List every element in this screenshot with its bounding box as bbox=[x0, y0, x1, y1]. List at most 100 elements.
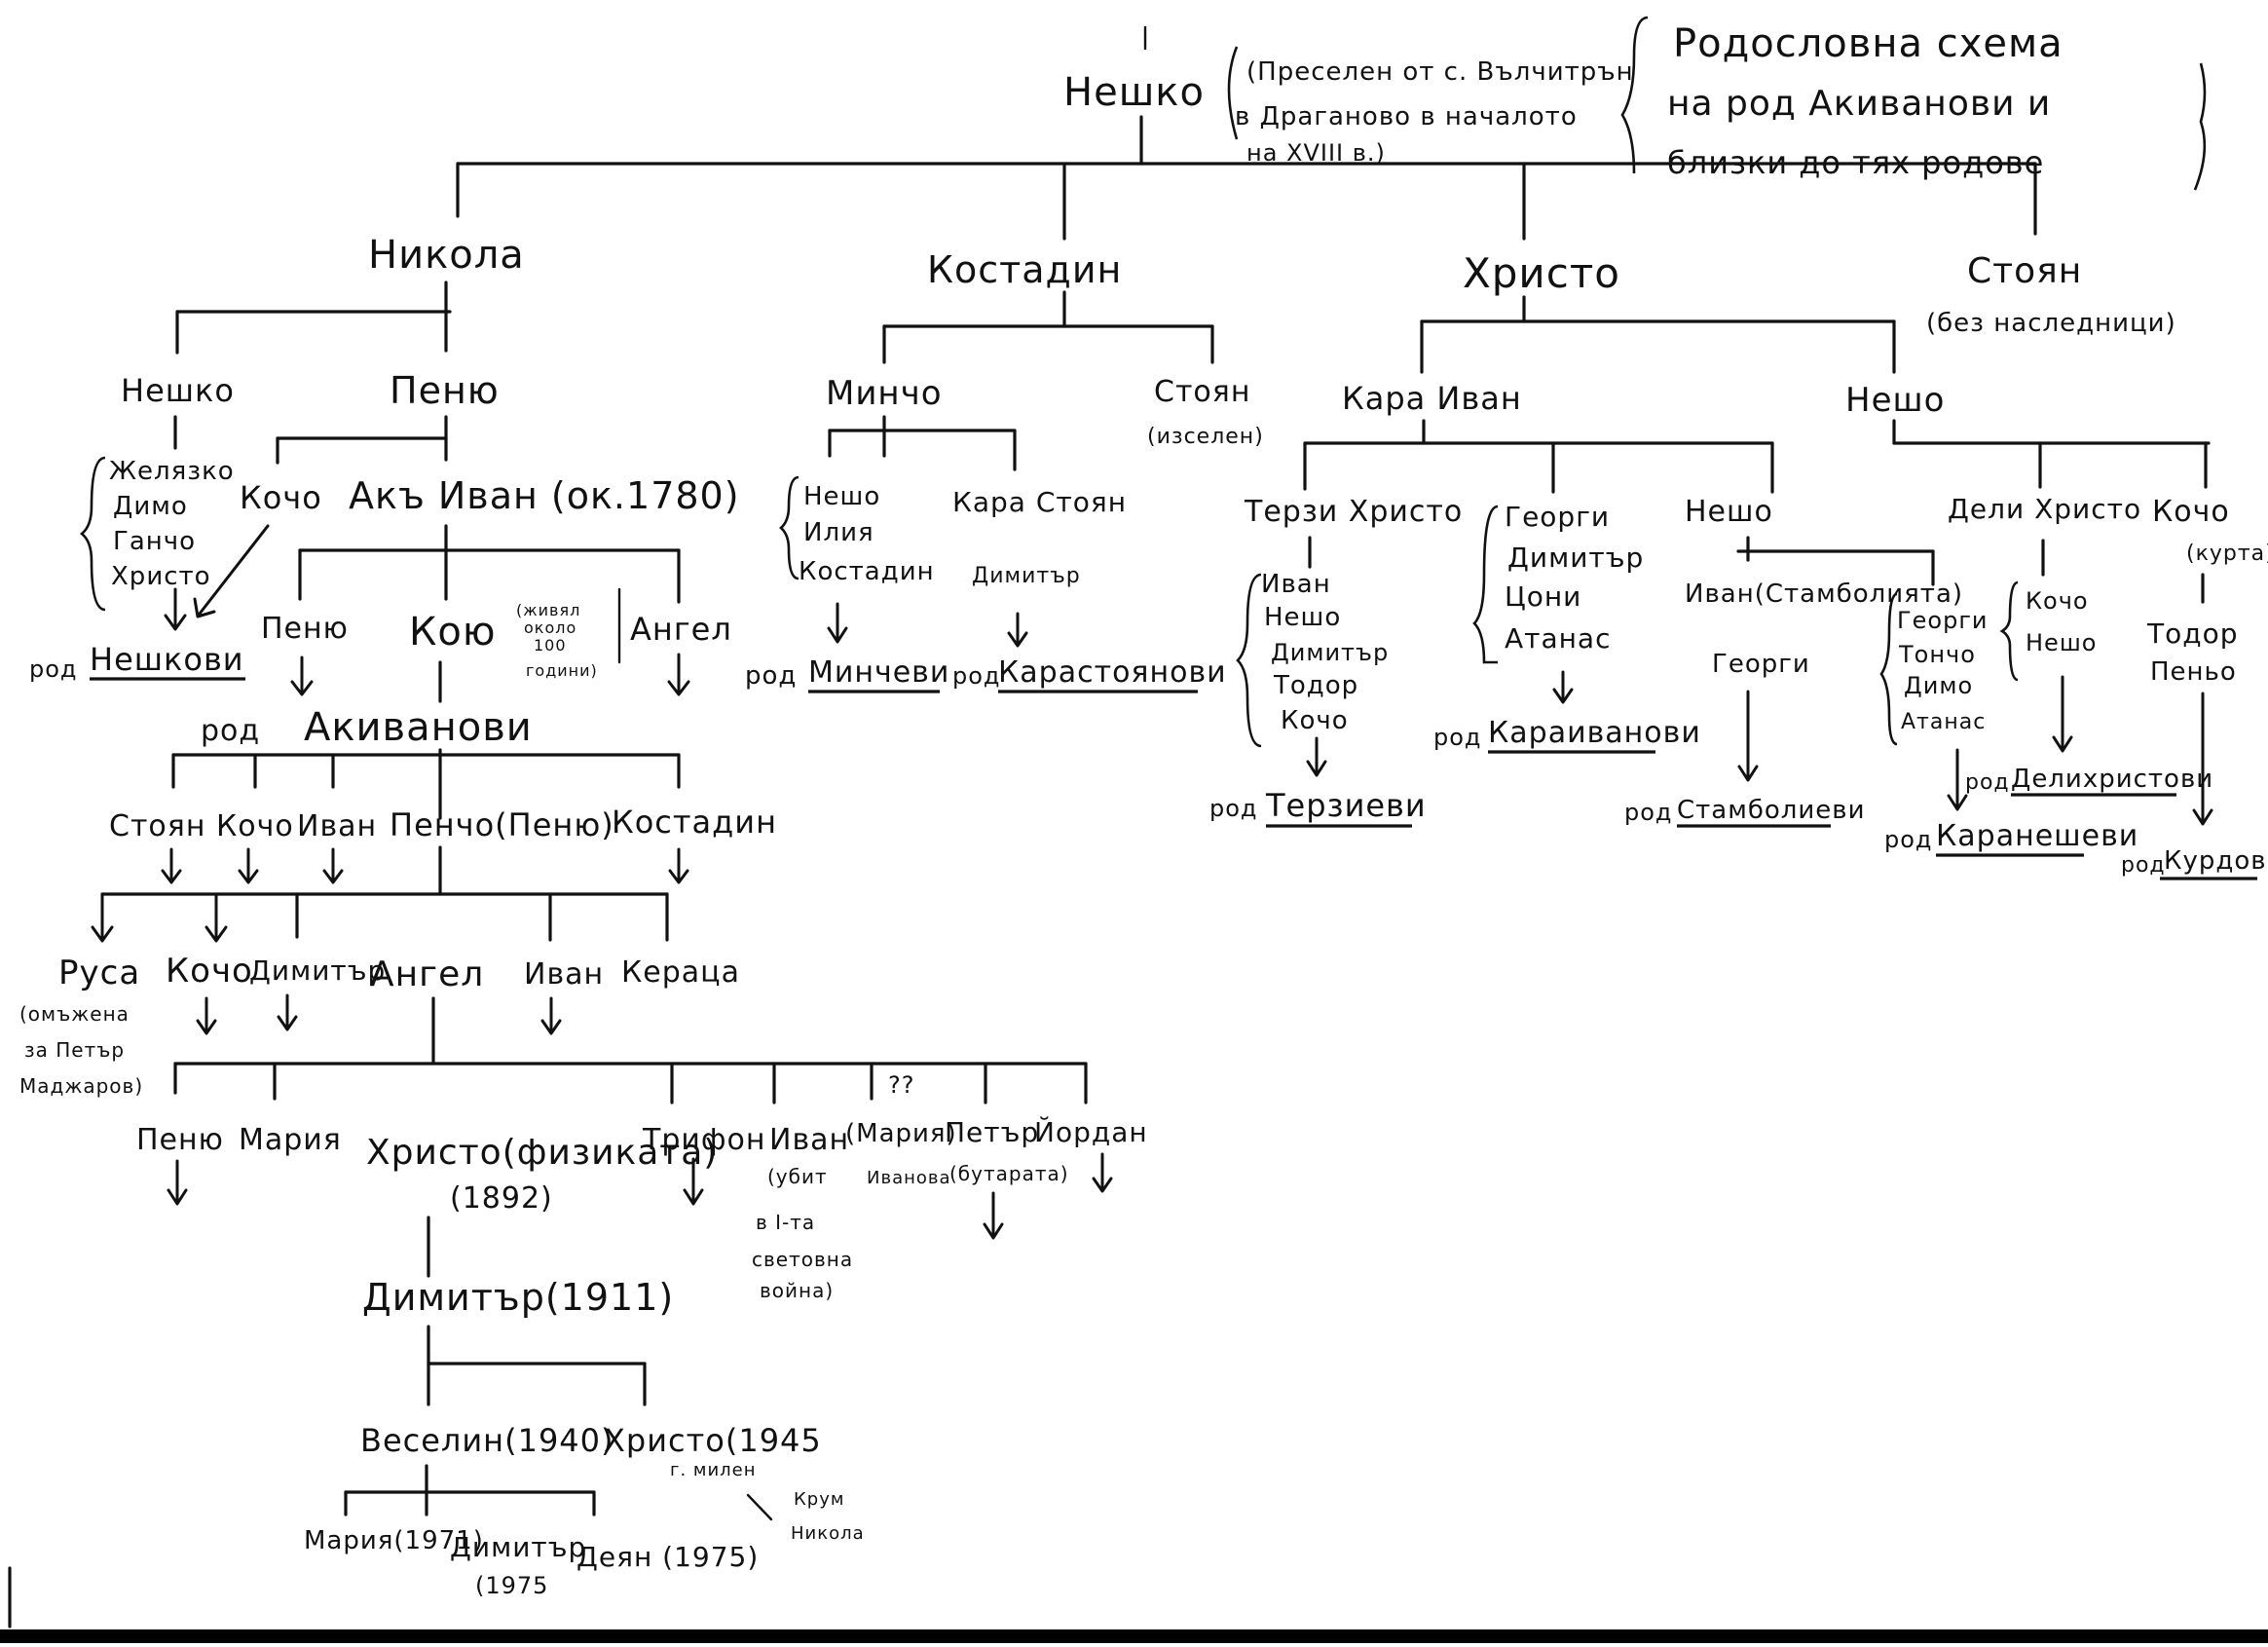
gen7-ivan-note-1: (убит bbox=[767, 1165, 828, 1188]
rod-neshkovi-prefix: род bbox=[29, 655, 78, 683]
akivan-child-koyu: Кою bbox=[409, 610, 497, 655]
rod-stambolievi-prefix: род bbox=[1624, 799, 1673, 826]
node-kostadin: Костадин bbox=[927, 248, 1122, 291]
rod-karaivanovi-prefix: род bbox=[1433, 724, 1482, 751]
gen7-ivan-note-4: война) bbox=[760, 1279, 834, 1302]
gen6-keratsa: Кераца bbox=[621, 955, 740, 990]
root-note-line-2: в Драганово в началото bbox=[1235, 102, 1578, 131]
node-nesho-gen2: Нешо bbox=[1845, 381, 1945, 420]
rod-kurdovi-prefix: род bbox=[2121, 853, 2166, 878]
gen7-petar: Петър bbox=[945, 1116, 1039, 1148]
gen6-ivan: Иван bbox=[524, 957, 604, 992]
neshko-child-2: Димо bbox=[113, 492, 188, 521]
gen5-kocho: Кочо bbox=[216, 809, 294, 843]
rod-akivanovi-name: Акиванови bbox=[304, 705, 533, 750]
root-name: Нешко bbox=[1063, 70, 1205, 115]
title-left-brace bbox=[1620, 16, 1649, 174]
node-nesho-kara-ivan: Нешо bbox=[1685, 495, 1773, 529]
gen9-hristo-note: г. милен bbox=[670, 1460, 757, 1480]
rod-karaneshevi-name: Каранешеви bbox=[1936, 819, 2138, 853]
rod-karastoyanovi-name: Карастоянови bbox=[998, 655, 1227, 690]
deli-children-left-brace bbox=[1879, 592, 1898, 746]
rod-neshkovi-name: Нешкови bbox=[90, 641, 244, 678]
gen7-mariya: Мария bbox=[239, 1123, 342, 1157]
rod-karaneshevi-prefix: род bbox=[1884, 826, 1933, 853]
gen10-deyan: Деян (1975) bbox=[576, 1541, 759, 1573]
koyu-note-3: 100 bbox=[534, 636, 567, 655]
gen6-rusa: Руса bbox=[58, 954, 140, 992]
neshko-child-4: Христо bbox=[111, 562, 211, 591]
gen7-hristo-year: (1892) bbox=[450, 1181, 553, 1216]
node-ivan-stamboliyata: Иван(Стамболията) bbox=[1685, 580, 1963, 609]
gen10-mariya: Мария(1971) bbox=[304, 1526, 484, 1555]
mincho-child-2: Илия bbox=[803, 518, 874, 547]
terzi-child-3: Димитър bbox=[1271, 639, 1389, 666]
node-mincho: Минчо bbox=[826, 374, 943, 413]
root-note-line-1: (Преселен от с. Вълчитрън bbox=[1246, 57, 1634, 87]
rod-karastoyanovi-prefix: род bbox=[952, 662, 1001, 690]
akivan-child-angel: Ангел bbox=[630, 611, 732, 648]
mincho-child-3: Костадин bbox=[799, 557, 935, 586]
akivan-child-penyu: Пеню bbox=[261, 612, 349, 646]
deli-child-left-2: Тончо bbox=[1898, 641, 1976, 668]
node-dimitar-1911: Димитър(1911) bbox=[362, 1276, 674, 1319]
node-hristo: Христо bbox=[1463, 249, 1620, 297]
node-kocho-kurta: Кочо bbox=[2152, 495, 2230, 529]
note-stoyan-izselen: (изселен) bbox=[1147, 425, 1264, 449]
node-kara-stoyan: Кара Стоян bbox=[952, 486, 1127, 518]
georgi-group-3: Цони bbox=[1505, 580, 1581, 613]
title-line-2: на род Акиванови и bbox=[1667, 84, 2051, 124]
mincho-children-brace bbox=[779, 475, 799, 580]
gen9-hristo: Христо(1945 bbox=[604, 1422, 822, 1459]
koyu-note-4: години) bbox=[526, 661, 598, 680]
terzi-children-brace bbox=[1236, 573, 1262, 748]
terzi-child-1: Иван bbox=[1261, 570, 1331, 599]
gen7-trifon: Трифон bbox=[642, 1123, 765, 1157]
gen7-yordan: Йордан bbox=[1034, 1115, 1148, 1148]
root-note-line-3: на XVIII в.) bbox=[1246, 139, 1386, 167]
title-line-1: Родословна схема bbox=[1673, 21, 2064, 66]
node-stoyan-kostadin: Стоян bbox=[1154, 375, 1250, 409]
root-node: Нешко (Преселен от с. Вълчитрън в Драган… bbox=[1063, 25, 1634, 167]
rusa-note-1: (омъжена bbox=[19, 1002, 130, 1026]
deli-child-right-2: Нешо bbox=[2026, 629, 2097, 656]
node-akivan: Акъ Иван (ок.1780) bbox=[349, 474, 740, 517]
rusa-note-2: за Петър bbox=[24, 1038, 125, 1062]
rod-delihristovi-prefix: род bbox=[1965, 770, 2010, 795]
mincho-child-1: Нешо bbox=[803, 482, 880, 511]
rod-stambolievi-name: Стамболиеви bbox=[1677, 796, 1866, 825]
gen10-dimitar-year: (1975 bbox=[475, 1572, 548, 1599]
gen7-mariya2-note: Иванова bbox=[867, 1168, 951, 1188]
georgi-group-4: Атанас bbox=[1505, 622, 1611, 655]
node-neshko-gen2: Нешко bbox=[121, 372, 235, 409]
gen9-hristo-child-2: Никола bbox=[791, 1523, 865, 1544]
gen9-veselin: Веселин(1940) bbox=[360, 1422, 614, 1459]
koyu-note-1: (живял bbox=[516, 601, 580, 619]
rod-terzievi-name: Терзиеви bbox=[1265, 787, 1427, 824]
kocho-child-1: Тодор bbox=[2146, 618, 2239, 650]
note-stoyan-no-heirs: (без наследници) bbox=[1926, 309, 2176, 338]
rusa-note-3: Маджаров) bbox=[19, 1074, 143, 1098]
terzi-child-5: Кочо bbox=[1281, 706, 1349, 735]
deli-child-left-1: Георги bbox=[1897, 607, 1989, 634]
gen5-stoyan: Стоян bbox=[109, 809, 205, 843]
koyu-note-2: около bbox=[524, 618, 576, 637]
deli-child-left-4: Атанас bbox=[1901, 710, 1986, 734]
gen10-dimitar: Димитър bbox=[450, 1531, 586, 1563]
node-penyu-gen2: Пеню bbox=[390, 369, 500, 412]
kara-stoyan-child: Димитър bbox=[972, 564, 1081, 588]
gen9-hristo-child-1: Крум bbox=[794, 1489, 844, 1510]
gen7-mariya2: (Мария) bbox=[845, 1119, 957, 1148]
deli-child-left-3: Димо bbox=[1904, 672, 1973, 699]
gen7-ivan-note-3: световна bbox=[752, 1248, 853, 1271]
rod-minchevi-name: Минчеви bbox=[808, 655, 949, 690]
title-right-brace bbox=[2193, 62, 2207, 191]
rod-akivanovi-prefix: род bbox=[201, 714, 260, 748]
node-stoyan-gen1: Стоян bbox=[1967, 251, 2082, 291]
gen7-ivan-note-2: в I-та bbox=[756, 1211, 815, 1234]
terzi-child-4: Тодор bbox=[1273, 671, 1358, 700]
gen6-kocho: Кочо bbox=[166, 952, 253, 991]
gen5-ivan: Иван bbox=[297, 809, 377, 843]
gen7-hristo: Христо(физиката) bbox=[366, 1133, 718, 1173]
